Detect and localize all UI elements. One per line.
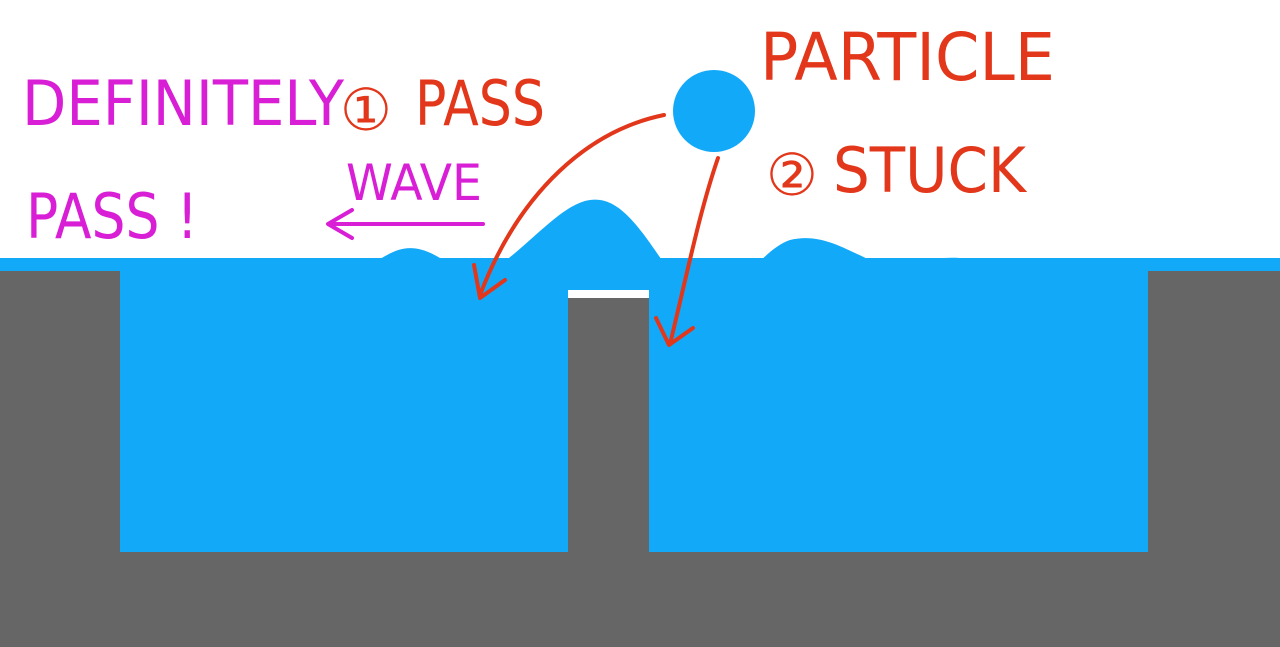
label-pass-number: ①	[340, 76, 392, 144]
water-basin-right	[649, 268, 1148, 552]
water-basin-left	[120, 268, 568, 552]
label-wave: WAVE	[346, 154, 482, 212]
arrow-pass-path	[478, 113, 666, 297]
arrow-wave-head	[326, 208, 354, 240]
label-stuck-number: ②	[766, 141, 818, 209]
wall-bottom	[0, 552, 1280, 647]
particle-circle	[673, 70, 755, 152]
label-stuck: STUCK	[833, 134, 1027, 207]
arrow-pass-head	[472, 263, 507, 300]
arrow-stuck-path	[668, 156, 720, 346]
arrow-stuck-head	[654, 316, 695, 347]
label-pass: PASS	[415, 67, 545, 140]
label-particle: PARTICLE	[760, 19, 1055, 96]
label-pass-exclaim: PASS !	[26, 180, 198, 253]
label-definitely: DEFINITELY	[22, 67, 344, 140]
wall-middle-divider	[568, 298, 649, 552]
